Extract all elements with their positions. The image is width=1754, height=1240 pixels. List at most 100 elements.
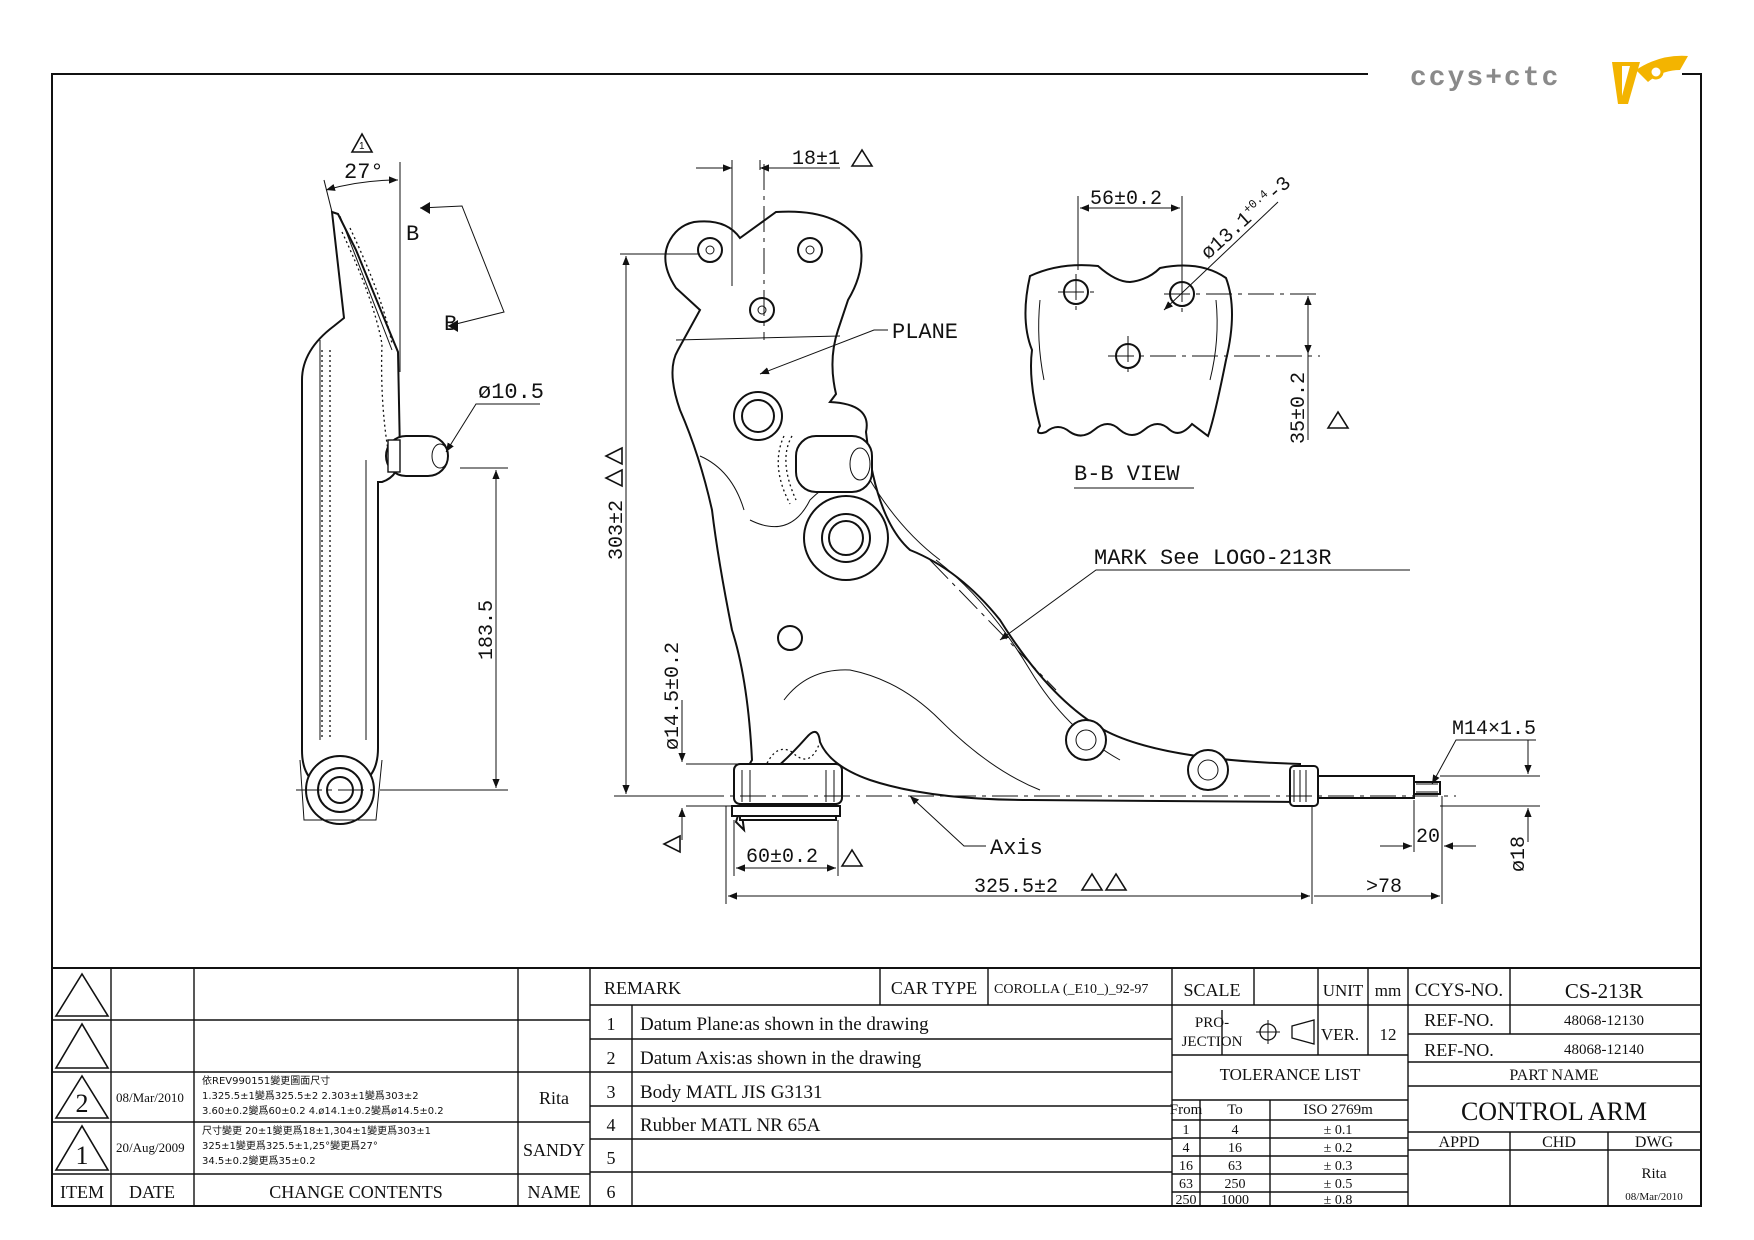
- remark-text-3: Body MATL JIS G3131: [640, 1082, 822, 1103]
- rev-date-1: 20/Aug/2009: [116, 1140, 185, 1155]
- revision-triangle-icon: [1326, 410, 1350, 429]
- ccys-no-value: CS-213R: [1565, 979, 1643, 1003]
- remark-no-5: 5: [607, 1148, 616, 1168]
- svg-text:± 0.2: ± 0.2: [1324, 1141, 1353, 1156]
- part-info-block: CCYS-NO. CS-213R REF-NO. 48068-12130 REF…: [1415, 979, 1683, 1203]
- company-logo: ccys+ctc: [1410, 55, 1688, 104]
- section-mark-bottom: B: [444, 312, 457, 337]
- tolerance-rows: 1 4 ± 0.1 4 16 ± 0.2 16 63 ± 0.3 63 250 …: [1176, 1123, 1353, 1208]
- revision-triangle-icon: [604, 468, 623, 488]
- remark-no-4: 4: [607, 1115, 616, 1135]
- revision-triangle-icon: [1104, 872, 1128, 891]
- revision-triangle-icon: [840, 848, 864, 867]
- rev-content-1-line1: 尺寸變更 20±1變更爲18±1,304±1變更爲303±1: [202, 1124, 431, 1137]
- projection-label-2: JECTION: [1182, 1034, 1243, 1050]
- dwg-date: 08/Mar/2010: [1625, 1191, 1683, 1203]
- tip-length-dim: 20: [1416, 826, 1440, 849]
- overall-length-dim: 325.5±2: [974, 876, 1058, 899]
- projection-label-1: PRO-: [1195, 1015, 1229, 1031]
- rev-header-item: ITEM: [60, 1182, 104, 1202]
- stud-diameter-dim: ø18: [1508, 836, 1531, 872]
- svg-text:4: 4: [1232, 1123, 1239, 1138]
- bb-height-dim: 35±0.2: [1288, 372, 1311, 444]
- tol-header-iso: ISO 2769m: [1303, 1102, 1373, 1118]
- revision-triangle-icon: [850, 148, 874, 167]
- rev-content-1-line3: 34.5±0.2變更爲35±0.2: [202, 1154, 316, 1167]
- unit-label: UNIT: [1323, 981, 1364, 1000]
- ver-value: 12: [1380, 1025, 1397, 1044]
- axis-label: Axis: [990, 836, 1043, 861]
- ccys-no-label: CCYS-NO.: [1415, 980, 1503, 1001]
- rev-header-name: NAME: [528, 1182, 581, 1202]
- rev-mark: 1: [359, 141, 365, 152]
- bb-view-title: B-B VIEW: [1074, 462, 1180, 487]
- projection-symbol-icon: [1256, 1019, 1315, 1045]
- svg-text:16: 16: [1179, 1159, 1193, 1174]
- angle-dim: 27°: [344, 160, 384, 185]
- remark-text-2: Datum Axis:as shown in the drawing: [640, 1048, 922, 1069]
- section-mark-top: B: [406, 222, 419, 247]
- rev-header-date: DATE: [129, 1182, 175, 1202]
- svg-text:1: 1: [1183, 1123, 1190, 1138]
- rev-name-2: Rita: [539, 1088, 569, 1108]
- revision-triangles: [54, 972, 110, 1171]
- revision-table: 2 08/Mar/2010 依REV990151變更圖面尺寸 1.325.5±1…: [60, 1074, 585, 1202]
- svg-text:± 0.5: ± 0.5: [1324, 1177, 1353, 1192]
- top-offset-dim: 18±1: [792, 148, 840, 171]
- remark-text-1: Datum Plane:as shown in the drawing: [640, 1014, 929, 1035]
- dwg-name: Rita: [1642, 1166, 1667, 1182]
- rev-date-2: 08/Mar/2010: [116, 1090, 184, 1105]
- sheet-border: [51, 73, 1702, 1207]
- bush-diameter-dim: ø14.5±0.2: [662, 642, 685, 750]
- part-name-label: PART NAME: [1509, 1067, 1598, 1084]
- svg-text:16: 16: [1228, 1141, 1242, 1156]
- car-type-label: CAR TYPE: [891, 978, 977, 998]
- bb-hole-dim: ø13.1+0.4-3: [1196, 171, 1297, 265]
- svg-text:63: 63: [1228, 1159, 1242, 1174]
- scale-label: SCALE: [1183, 980, 1240, 1000]
- ver-label: VER.: [1321, 1025, 1359, 1044]
- main-height-dim: 303±2: [606, 500, 629, 560]
- ref-no-label-2: REF-NO.: [1424, 1040, 1494, 1060]
- revision-triangle-icon: [54, 972, 110, 1017]
- part-name-value: CONTROL ARM: [1461, 1097, 1647, 1126]
- rev-header-content: CHANGE CONTENTS: [269, 1182, 443, 1202]
- rev-name-1: SANDY: [523, 1140, 585, 1160]
- ref-no-value-1: 48068-12130: [1564, 1013, 1644, 1029]
- dwg-label: DWG: [1635, 1134, 1674, 1151]
- svg-text:± 0.8: ± 0.8: [1324, 1193, 1353, 1208]
- svg-text:250: 250: [1225, 1177, 1246, 1192]
- remark-text-4: Rubber MATL NR 65A: [640, 1115, 821, 1136]
- svg-text:± 0.1: ± 0.1: [1324, 1123, 1353, 1138]
- revision-triangle-icon: [54, 1124, 110, 1171]
- rev-item-1: 1: [76, 1141, 89, 1170]
- remarks-table: REMARK CAR TYPE COROLLA (_E10_)_92-97 1 …: [604, 978, 1148, 1202]
- remark-no-1: 1: [607, 1014, 616, 1034]
- tol-header-to: To: [1227, 1102, 1243, 1118]
- logo-text: ccys+ctc: [1410, 63, 1560, 94]
- svg-text:4: 4: [1183, 1141, 1190, 1156]
- revision-triangle-icon: [54, 1074, 110, 1119]
- hole-diameter: ø10.5: [478, 380, 544, 405]
- ref-no-label-1: REF-NO.: [1424, 1010, 1494, 1030]
- svg-text:1000: 1000: [1221, 1193, 1249, 1208]
- bb-width-dim: 56±0.2: [1090, 188, 1162, 211]
- svg-text:250: 250: [1176, 1193, 1197, 1208]
- appd-label: APPD: [1439, 1134, 1480, 1151]
- remark-header: REMARK: [604, 978, 681, 998]
- thread-spec: M14×1.5: [1452, 718, 1536, 741]
- rev-content-2-line1: 依REV990151變更圖面尺寸: [202, 1074, 330, 1087]
- svg-text:± 0.3: ± 0.3: [1324, 1159, 1353, 1174]
- remark-no-3: 3: [607, 1082, 616, 1102]
- unit-value: mm: [1375, 981, 1401, 1000]
- rev-content-2-line3: 3.60±0.2變爲60±0.2 4.ø14.1±0.2變爲ø14.5±0.2: [202, 1104, 444, 1117]
- plane-label: PLANE: [892, 320, 958, 345]
- car-type-value: COROLLA (_E10_)_92-97: [994, 982, 1148, 997]
- stud-length-dim: >78: [1366, 876, 1402, 899]
- remark-no-2: 2: [607, 1048, 616, 1068]
- mark-label: MARK See LOGO-213R: [1094, 546, 1332, 571]
- chd-label: CHD: [1542, 1134, 1576, 1151]
- rev-content-2-line2: 1.325.5±1變爲325.5±2 2.303±1變爲303±2: [202, 1089, 419, 1102]
- side-height-dim: 183.5: [476, 600, 499, 660]
